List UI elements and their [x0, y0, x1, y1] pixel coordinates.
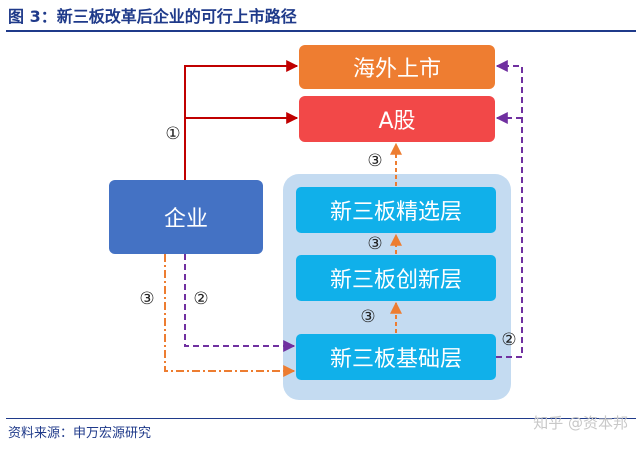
- source-note: 资料来源：申万宏源研究: [8, 426, 152, 441]
- title-rule: [6, 30, 636, 32]
- path1-line: [184, 60, 299, 180]
- path1-label: ①: [165, 124, 181, 144]
- overseas-listing-node: 海外上市: [299, 45, 495, 89]
- path2-return: [495, 60, 523, 358]
- innovation-tier-node: 新三板创新层: [296, 255, 496, 301]
- path2-label-left: ②: [193, 289, 209, 309]
- path3-label-left: ③: [139, 289, 155, 309]
- select-tier-node: 新三板精选层: [296, 187, 496, 233]
- path3-line: [164, 254, 296, 377]
- watermark: 知乎 @资本邦: [533, 414, 628, 432]
- figure-title: 图 3：新三板改革后企业的可行上市路径: [8, 7, 297, 26]
- footer-rule: [6, 418, 636, 419]
- path3-label-select: ③: [367, 151, 383, 171]
- path2-label-right: ②: [501, 330, 517, 350]
- path3-label-basic: ③: [360, 307, 376, 327]
- basic-tier-node: 新三板基础层: [296, 334, 496, 380]
- path3-label-innov: ③: [367, 234, 383, 254]
- path2-line: [184, 254, 296, 352]
- a-share-node: A股: [299, 96, 495, 142]
- enterprise-node: 企业: [109, 180, 263, 254]
